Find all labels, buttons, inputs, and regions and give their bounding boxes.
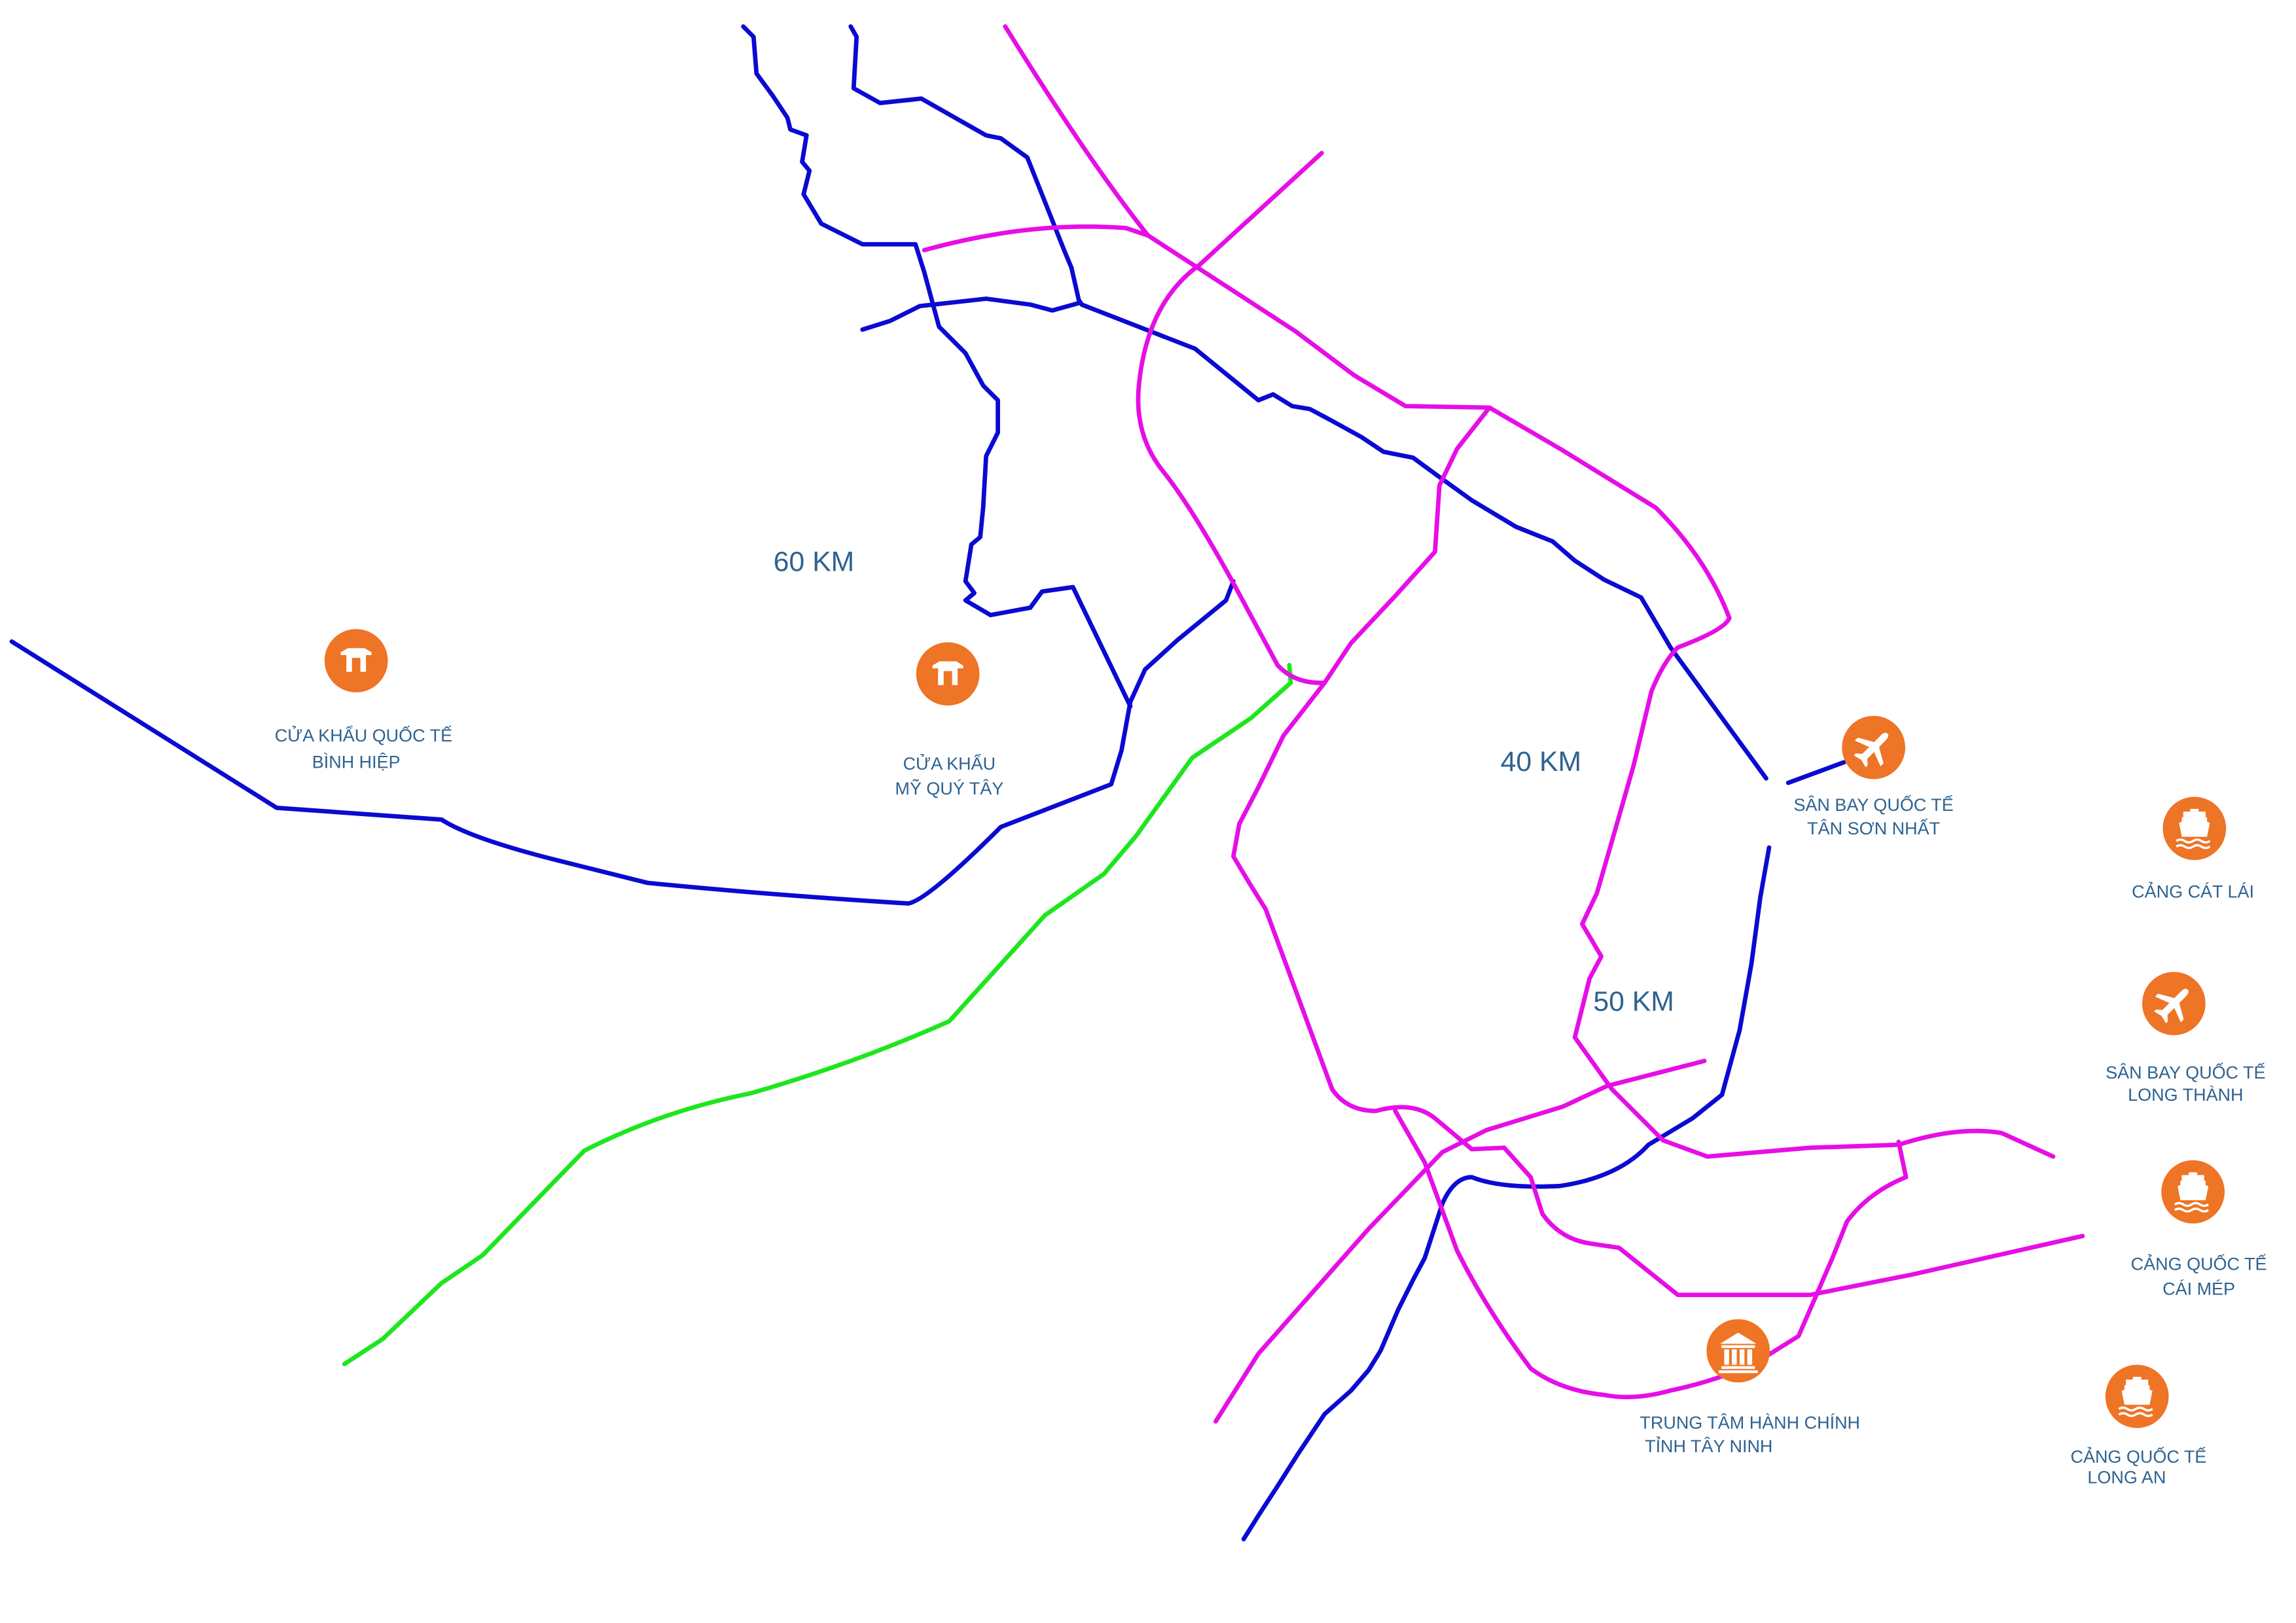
place-label: CẢNG QUỐC TẾ <box>2070 1446 2206 1467</box>
marker-tan-son-nhat-airport[interactable]: SÂN BAY QUỐC TẾ TÂN SƠN NHẤT <box>1793 715 1954 838</box>
marker-cat-lai-port[interactable]: CẢNG CÁT LÁI <box>2132 796 2254 902</box>
place-label: SÂN BAY QUỐC TẾ <box>2106 1061 2265 1082</box>
place-label: BÌNH HIỆP <box>312 752 401 772</box>
blue-highway-lines <box>9 24 1847 1542</box>
highway-airport-link <box>1785 760 1847 785</box>
ring-road-northeast <box>1136 151 1327 685</box>
place-label: TỈNH TÂY NINH <box>1645 1435 1772 1456</box>
marker-cai-mep-port[interactable]: CẢNG QUỐC TẾ CÁI MÉP <box>2131 1160 2267 1299</box>
highway-cross <box>860 296 1081 332</box>
place-label: CẢNG CÁT LÁI <box>2132 881 2254 902</box>
highway-west <box>9 579 1236 906</box>
distance-label-50km: 50 KM <box>1593 986 1674 1018</box>
green-route-line <box>342 662 1293 1366</box>
marker-binh-hiep-border-gate[interactable]: CỬA KHẨU QUỐC TẾ BÌNH HIỆP <box>275 629 452 772</box>
marker-tay-ninh-admin-center[interactable]: TRUNG TÂM HÀNH CHÍNH TỈNH TÂY NINH <box>1640 1319 1860 1456</box>
ring-road-west-loop <box>1231 405 2085 1297</box>
place-label: CỬA KHẨU <box>903 753 996 774</box>
place-label: SÂN BAY QUỐC TẾ <box>1793 794 1953 815</box>
highway-south <box>1241 845 1772 1542</box>
ring-road-south-loop <box>1393 1109 1909 1400</box>
highway-north <box>848 24 1768 781</box>
place-label: TRUNG TÂM HÀNH CHÍNH <box>1640 1412 1860 1433</box>
place-label: CÁI MÉP <box>2162 1279 2235 1299</box>
highway-northwest <box>741 24 1133 709</box>
ring-road-north-diagonal <box>1003 24 2056 1159</box>
marker-long-thanh-airport[interactable]: SÂN BAY QUỐC TẾ LONG THÀNH <box>2106 972 2266 1105</box>
ring-road-southwest-diagonal <box>1213 1058 1707 1424</box>
place-label: LONG THÀNH <box>2128 1085 2243 1105</box>
place-label: CỬA KHẨU QUỐC TẾ <box>275 724 452 745</box>
ring-road-lines <box>922 24 2085 1424</box>
distance-label-60km: 60 KM <box>774 546 854 577</box>
marker-long-an-port[interactable]: CẢNG QUỐC TẾ LONG AN <box>2070 1364 2206 1487</box>
place-label: CẢNG QUỐC TẾ <box>2131 1253 2267 1274</box>
place-label: LONG AN <box>2087 1467 2166 1487</box>
ring-road-upper-arc <box>922 224 1151 253</box>
distance-label-40km: 40 KM <box>1501 746 1581 777</box>
marker-my-quy-tay-border-gate[interactable]: CỬA KHẨU MỸ QUÝ TÂY <box>895 642 1003 798</box>
place-label: TÂN SƠN NHẤT <box>1807 818 1940 838</box>
place-label: MỸ QUÝ TÂY <box>895 778 1003 798</box>
